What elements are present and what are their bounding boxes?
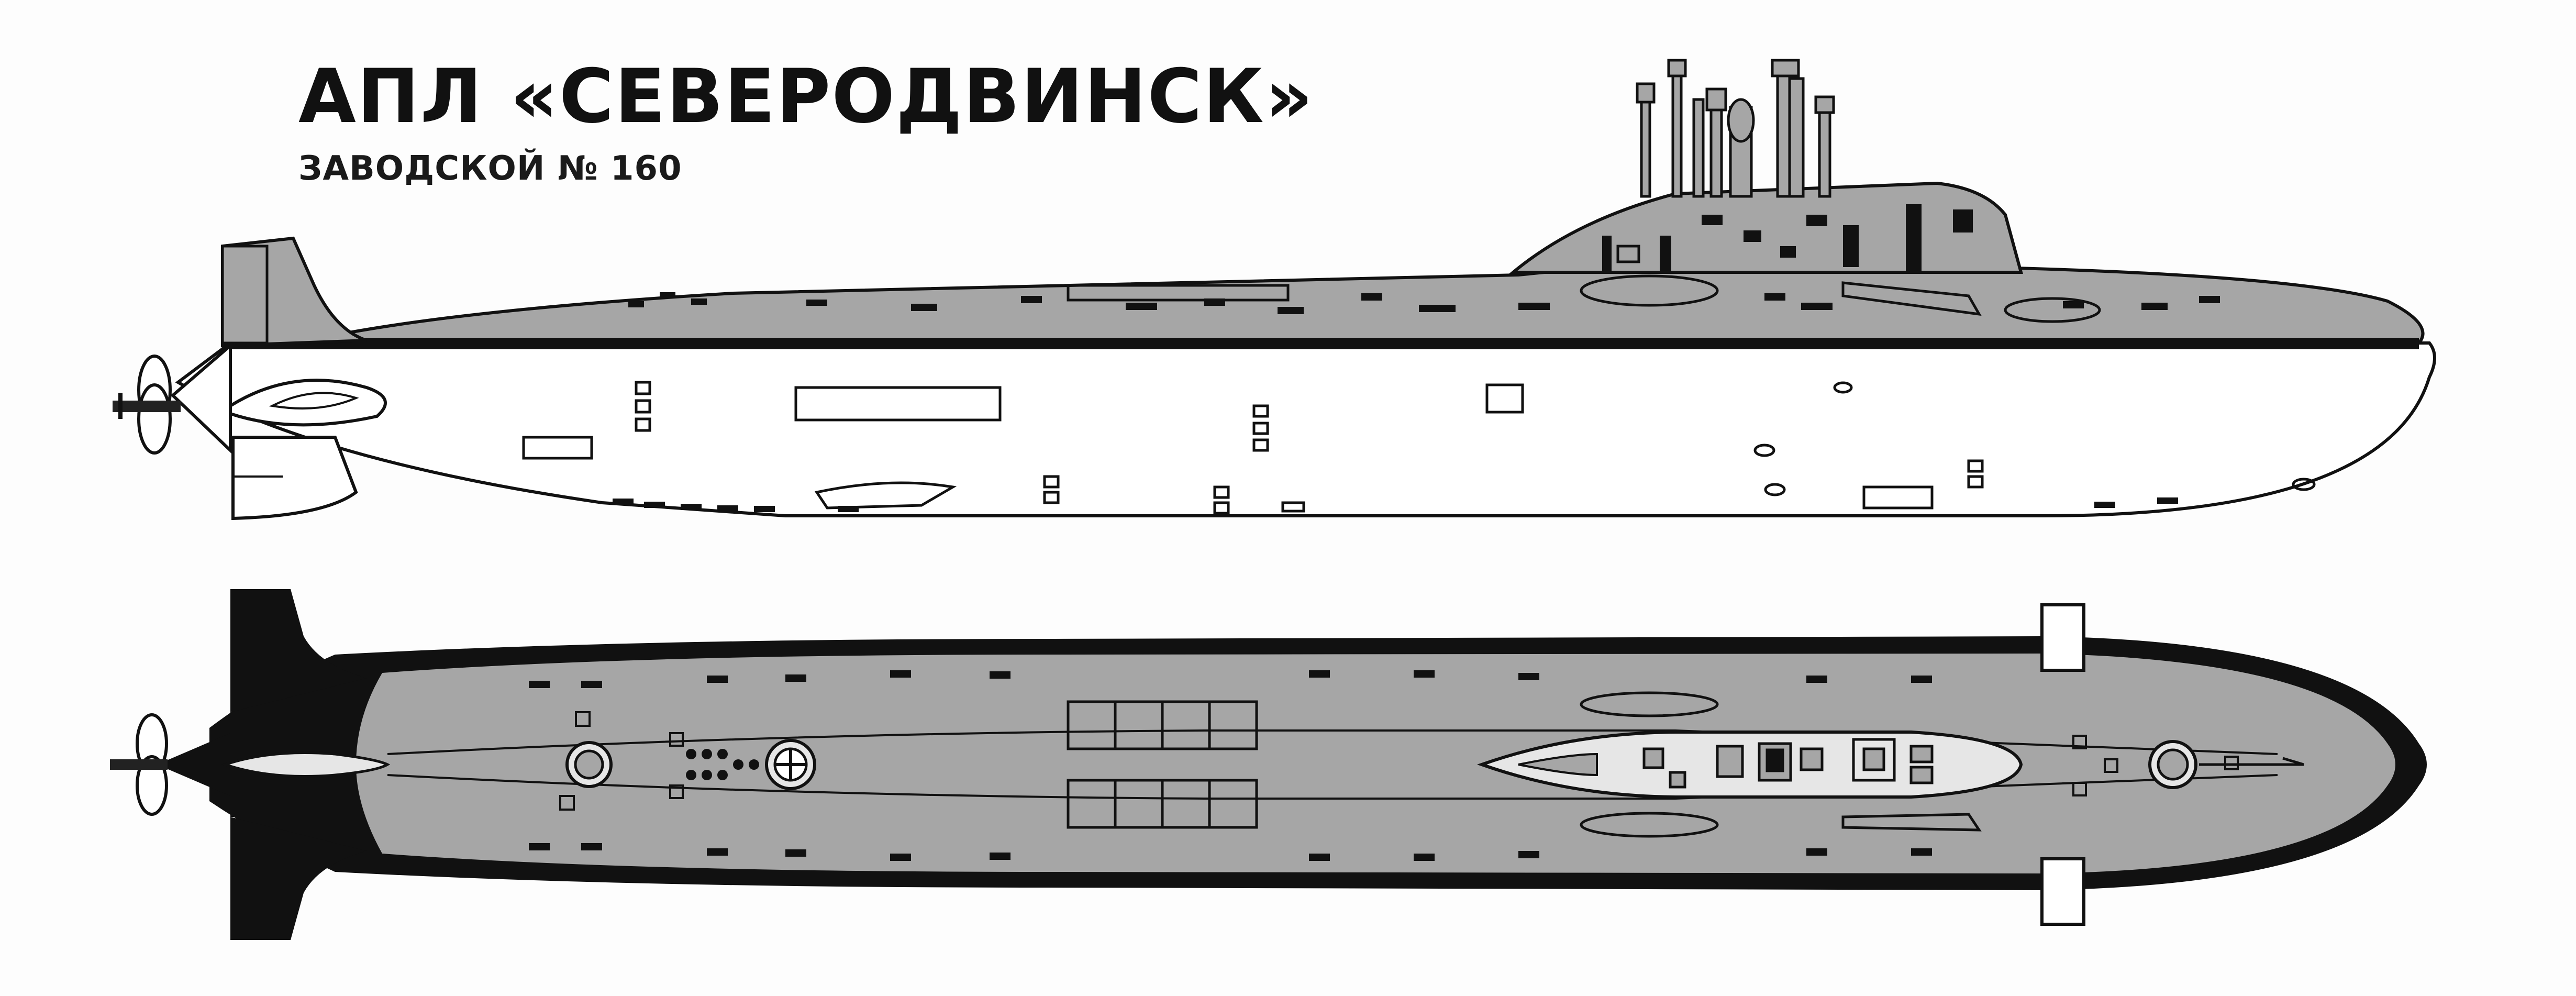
deck-seam-upper [387,729,2278,755]
propeller-plan [110,713,168,816]
waterline-stripe [230,338,2419,349]
plan-fairing-lower [1580,812,1719,838]
plan-stern-cone [157,733,230,796]
hatch-ring-mid [765,739,816,790]
hatch-ring-aft [565,741,613,788]
upper-hull-hatches [628,284,2220,314]
propeller-side [113,355,181,455]
title-block: АПЛ «СЕВЕРОДВИНСК» ЗАВОДСКОЙ № 160 [298,58,1314,188]
lower-rudder [231,436,358,521]
bow-wing-bottom [2040,857,2085,926]
sail [1508,181,2023,274]
hull-fairing [1580,274,1719,307]
plan-stern-fin-top [230,589,367,712]
plan-fairing-upper [1580,691,1719,717]
lower-hull [175,341,2436,517]
bow-spike [2199,757,2304,766]
sail-details [1602,204,1973,272]
bow-sonar-window [2004,297,2101,323]
stern-cone [170,342,232,455]
plan-stern-fin-bottom [230,817,367,940]
plan-sail-masts [1642,738,1934,789]
side-profile-view [113,59,2436,521]
lower-hull-details [522,381,2316,515]
diving-plane [1841,281,1982,316]
top-plan-view [110,589,2427,940]
plan-stern-pod [221,751,391,778]
rudder-panel-top [221,245,269,345]
plan-sail-inner [1518,752,1598,777]
deck-details [529,670,2239,861]
mast-array [1636,59,1835,198]
vls-tubes-port [1067,700,1258,750]
page-subtitle: ЗАВОДСКОЙ № 160 [298,149,682,189]
deck-seam-lower [387,774,2278,800]
plan-deck [356,654,2395,873]
page-title: АПЛ «СЕВЕРОДВИНСК» [298,53,1314,140]
bow-wing-top [2040,603,2085,672]
vls-tubes-starboard [1067,779,1258,829]
hatch-ring-bow [2148,740,2197,789]
keel-hatches [613,497,2178,512]
plan-plane-lower [1841,813,1982,832]
